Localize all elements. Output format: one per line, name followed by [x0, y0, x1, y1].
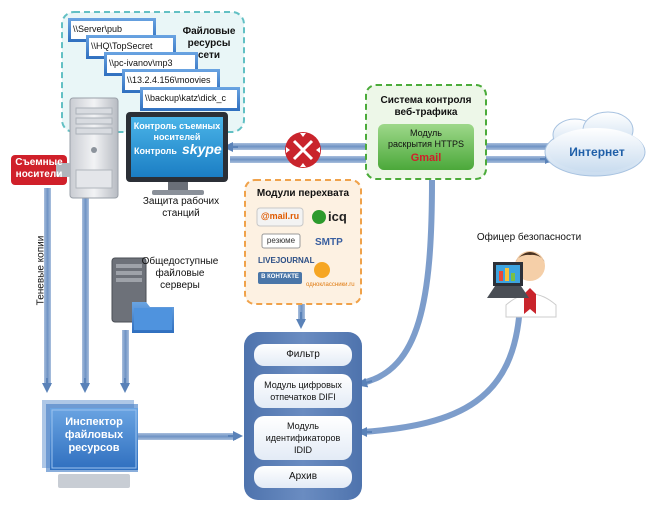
inspector-label: Инспектор файловых ресурсов: [50, 416, 138, 455]
security-officer-label: Офицер безопасности: [476, 232, 582, 243]
officer-laptop-icon: [487, 262, 529, 298]
workstation-monitor: [126, 112, 228, 195]
file-resources-title: Файловые ресурсы сети: [176, 26, 242, 62]
shared-servers-caption: Общедоступные файловые серверы: [140, 256, 220, 292]
odnoklassniki-icon: [314, 262, 330, 278]
difi-label-line: отпечатков DIFI: [270, 392, 336, 402]
workstation-caption-line: Защита рабочих: [142, 196, 220, 207]
shared-servers-line: файловые: [155, 268, 205, 279]
router-icon: [285, 132, 321, 168]
https-module-label: Модуль раскрытия HTTPS: [378, 128, 474, 150]
path-backup: \\backup\katz\dick_c: [145, 93, 227, 103]
shared-servers-line: Общедоступные: [141, 256, 219, 267]
idid-label-line: идентификаторов: [265, 433, 341, 443]
difi-label: Модуль цифровых отпечатков DIFI: [254, 379, 352, 403]
web-control-title-line: Система контроля: [380, 95, 472, 106]
monitor-text-line: носителей: [153, 132, 201, 142]
inspector-label-line: ресурсов: [68, 442, 120, 454]
https-module-line: Модуль: [410, 128, 442, 138]
icq-flower-icon: [312, 210, 326, 224]
monitor-control-label: Контроль: [134, 146, 177, 156]
pipe-shared-inspector: [122, 330, 129, 386]
monitor-text-line: Контроль съемных: [133, 121, 221, 131]
removable-media-badge: [11, 155, 67, 185]
inspector-folder: [42, 400, 138, 472]
shadow-copies-label: Теневые копии: [35, 235, 47, 306]
vkontakte-logo: [258, 272, 302, 284]
file-resources-title-line: Файловые: [182, 26, 236, 37]
filter-module: [254, 344, 352, 366]
icq-label: icq: [328, 209, 347, 224]
mailru-logo: [256, 207, 304, 227]
idid-label-line: Модуль: [287, 421, 319, 431]
mailru-label: @mail.ru: [260, 211, 300, 221]
vkontakte-label: В КОНТАКТЕ: [261, 274, 299, 280]
internet-label: Интернет: [569, 145, 625, 159]
idid-label-line: IDID: [294, 445, 312, 455]
internet-cloud: [544, 111, 646, 177]
https-module-box: [378, 124, 474, 170]
resume-logo: [261, 233, 301, 249]
web-control-title: Система контроля веб-трафика: [366, 95, 486, 119]
archive-label: Архив: [288, 471, 318, 482]
workstation-tower: [69, 97, 119, 199]
workstation-caption: Защита рабочих станций: [126, 196, 236, 220]
intercept-title: Модули перехвата: [256, 188, 350, 199]
shared-servers-line: серверы: [160, 280, 200, 291]
removable-media-label: Съемные носители: [11, 157, 67, 181]
pipe-web-difi: [361, 179, 435, 386]
pipe-server-inspector: [82, 196, 89, 386]
arrow-web-difi: [357, 377, 373, 388]
skype-logo: skype: [182, 141, 222, 157]
web-control-title-line: веб-трафика: [394, 107, 458, 118]
livejournal-label: LIVEJOURNAL: [258, 256, 315, 265]
file-resources-title-line: ресурсы: [187, 38, 231, 49]
archive-module: [254, 466, 352, 488]
inspector-base: [58, 474, 130, 488]
removable-media-line: Съемные: [15, 157, 63, 168]
difi-module: [254, 374, 352, 408]
monitor-text: Контроль съемных носителей: [131, 121, 223, 143]
path-hq-topsecret: \\HQ\TopSecret: [91, 41, 153, 51]
difi-label-line: Модуль цифровых: [264, 380, 342, 390]
idid-module: [254, 416, 352, 460]
filter-label: Фильтр: [286, 349, 320, 360]
https-module-line: раскрытия HTTPS: [388, 139, 464, 149]
gmail-logo: Gmail: [410, 152, 442, 164]
pipe-inspector-panel: [134, 433, 236, 440]
inspector-label-line: Инспектор: [65, 416, 123, 428]
resume-label: резюме: [266, 236, 296, 245]
idid-label: Модуль идентификаторов IDID: [254, 420, 352, 456]
path-pc-ivanov: \\pc-ivanov\mp3: [109, 58, 173, 68]
usb-plug-icon: [56, 163, 70, 177]
pipe-officer-panel: [361, 304, 523, 435]
workstation-caption-line: станций: [162, 208, 200, 219]
file-resources-title-line: сети: [197, 50, 221, 61]
removable-media-line: носители: [15, 169, 63, 180]
shared-folder-icon: [132, 302, 174, 333]
path-moovies: \\13.2.4.156\moovies: [127, 75, 211, 85]
pipe-intercept-panel: [298, 300, 305, 322]
smtp-label: SMTP: [315, 237, 343, 248]
path-server-pub: \\Server\pub: [73, 24, 123, 34]
odnoklassniki-label: одноклассники.ru: [306, 282, 355, 288]
inspector-label-line: файловых: [64, 429, 124, 441]
pipe-shadow-copies: [44, 188, 51, 386]
folder-path-stack: [68, 18, 240, 111]
